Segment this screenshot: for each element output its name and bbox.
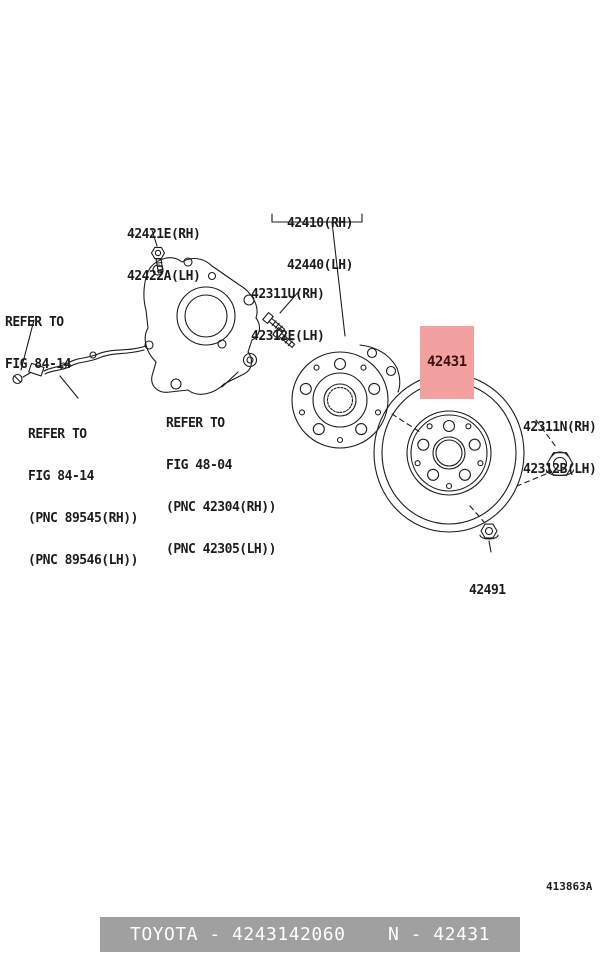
part-number-text[interactable]: 42311U(RH): [251, 287, 325, 302]
note-text: REFER TO: [5, 315, 64, 330]
label-part-42491[interactable]: 42491: [469, 556, 506, 626]
label-part-42311n[interactable]: 42311N(RH) 42312B(LH): [523, 393, 597, 505]
part-number-text[interactable]: 42431: [427, 354, 467, 370]
label-part-42410[interactable]: 42410(RH) 42440(LH): [287, 189, 353, 301]
part-number-text[interactable]: 42410(RH): [287, 216, 353, 231]
note-text: REFER TO: [28, 427, 87, 442]
note-text: REFER TO: [166, 416, 225, 431]
label-part-42431-highlighted[interactable]: 42431: [420, 326, 474, 399]
label-part-42311u[interactable]: 42311U(RH) 42312E(LH): [251, 260, 325, 372]
note-text: FIG 84-14: [28, 469, 94, 484]
note-text: FIG 48-04: [166, 458, 232, 473]
lock-nut-42311n-icon: [545, 451, 575, 477]
leader-lines: [20, 213, 557, 553]
footer-part-number: TOYOTA - 4243142060: [130, 924, 346, 945]
diagram-code: 413863A: [546, 880, 593, 893]
knuckle-drawing: [143, 257, 261, 395]
footer-bar: TOYOTA - 4243142060 N - 42431: [100, 917, 520, 952]
part-number-text[interactable]: 42312B(LH): [523, 462, 597, 477]
note-text: (PNC 42304(RH)): [166, 500, 276, 515]
note-refer-fig-84-14-top: REFER TO FIG 84-14: [5, 288, 71, 400]
abs-sensor-wire-drawing: [12, 340, 154, 385]
note-refer-fig-84-14-bottom: REFER TO FIG 84-14 (PNC 89545(RH)) (PNC …: [28, 400, 138, 596]
note-text: FIG 84-14: [5, 357, 71, 372]
note-refer-fig-48-04: REFER TO FIG 48-04 (PNC 42304(RH)) (PNC …: [166, 389, 276, 585]
note-text: (PNC 42305(LH)): [166, 542, 276, 557]
part-number-text[interactable]: 42440(LH): [287, 258, 353, 273]
hub-bearing-42410-drawing: [291, 344, 401, 449]
footer-pnc: N - 42431: [387, 924, 490, 945]
label-part-42421e[interactable]: 42421E(RH) 42422A(LH): [127, 200, 201, 312]
part-number-text[interactable]: 42491: [469, 583, 506, 598]
note-text: (PNC 89545(RH)): [28, 511, 138, 526]
note-text: (PNC 89546(LH)): [28, 553, 138, 568]
stud-bolts-42311u-icon: [262, 312, 296, 348]
nut-42491-icon: [479, 523, 499, 540]
part-number-text[interactable]: 42312E(LH): [251, 329, 325, 344]
part-number-text[interactable]: 42311N(RH): [523, 420, 597, 435]
part-number-text[interactable]: 42422A(LH): [127, 269, 201, 284]
part-number-text[interactable]: 42421E(RH): [127, 227, 201, 242]
